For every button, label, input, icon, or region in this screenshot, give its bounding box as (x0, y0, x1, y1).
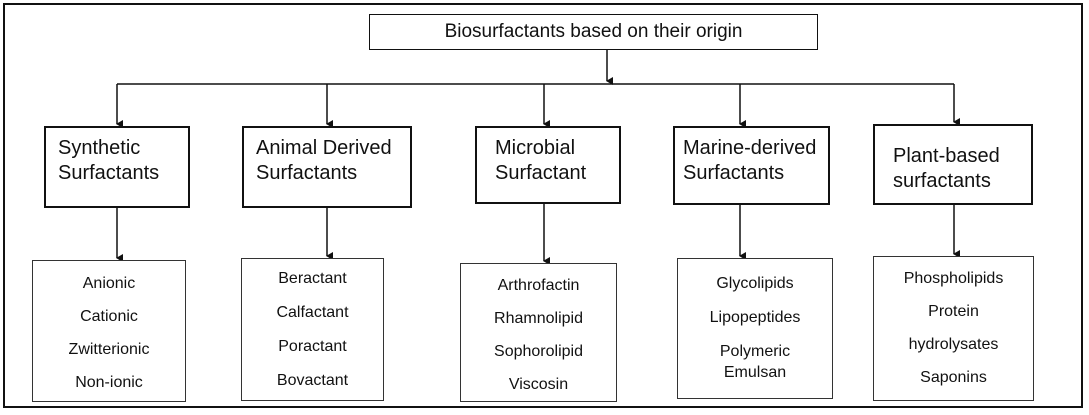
category-title-line-2: Surfactants (58, 162, 160, 184)
list-item: Anionic (82, 274, 136, 292)
category-title-line-1: Animal Derived (256, 137, 392, 159)
list-item: Saponins (920, 369, 987, 386)
category-title-line-2: Surfactants (683, 162, 785, 184)
root-label: Biosurfactants based on their origin (444, 21, 743, 42)
category-title-line-1: Microbial (495, 137, 576, 159)
items-animal-derived: Beractant Calfactant Poractant Bovactant (241, 258, 384, 401)
category-microbial: Microbial Surfactant (475, 126, 621, 204)
category-title-line-1: Marine-derived (683, 137, 817, 159)
category-title-line-1: Synthetic (58, 137, 141, 159)
list-item: Arthrofactin (497, 277, 580, 294)
list-item: Rhamnolipid (494, 310, 583, 327)
list-item: Glycolipids (716, 275, 794, 292)
category-title-line-1: Plant-based (893, 145, 1000, 167)
list-item: Calfactant (276, 303, 349, 321)
list-item: Bovactant (276, 371, 349, 389)
list-item: Non-ionic (75, 373, 143, 391)
items-plant-based: Phospholipids Protein hydrolysates Sapon… (873, 256, 1034, 401)
list-item: Cationic (80, 307, 138, 325)
category-title-line-2: Surfactant (495, 162, 587, 184)
list-item: Zwitterionic (68, 340, 150, 358)
items-marine-derived: Glycolipids Lipopeptides Polymeric Emuls… (677, 258, 833, 399)
items-synthetic: Anionic Cationic Zwitterionic Non-ionic (32, 260, 186, 402)
root-node: Biosurfactants based on their origin (369, 14, 818, 50)
list-item: hydrolysates (908, 336, 999, 353)
list-item-group: Polymeric Emulsan (720, 343, 790, 382)
list-item: Lipopeptides (709, 309, 801, 326)
list-item: Sophorolipid (494, 343, 583, 360)
items-microbial: Arthrofactin Rhamnolipid Sophorolipid Vi… (460, 263, 617, 402)
list-item: Emulsan (723, 364, 787, 381)
category-marine-derived: Marine-derived Surfactants (673, 126, 830, 205)
category-plant-based: Plant-based surfactants (873, 124, 1033, 205)
category-title-line-2: Surfactants (256, 162, 358, 184)
list-item: Protein (928, 303, 979, 320)
list-item: Poractant (278, 337, 347, 355)
list-item: Phospholipids (903, 270, 1004, 287)
list-item: Beractant (278, 269, 347, 287)
diagram-frame (3, 3, 1083, 408)
list-item: Viscosin (508, 376, 569, 393)
category-title-line-2: surfactants (893, 170, 991, 192)
category-animal-derived: Animal Derived Surfactants (242, 126, 412, 208)
list-item: Polymeric (719, 343, 791, 360)
category-synthetic: Synthetic Surfactants (44, 126, 190, 208)
